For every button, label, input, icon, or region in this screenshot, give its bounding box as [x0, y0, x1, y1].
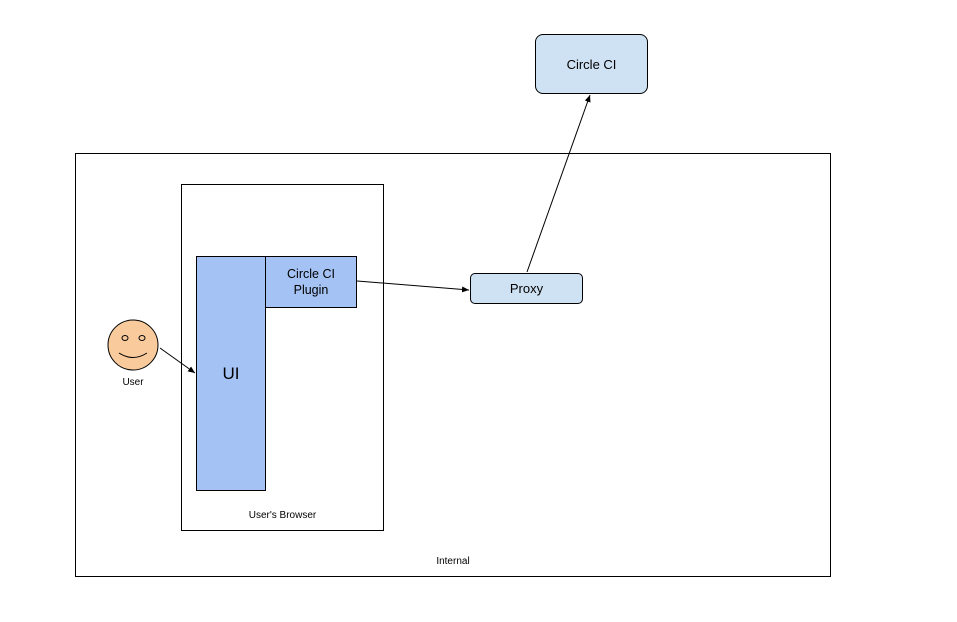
- browser-label: User's Browser: [248, 510, 317, 521]
- arrow-user-to-ui: [159, 347, 196, 374]
- user-smiley-icon: [107, 319, 159, 371]
- arrow-proxy-to-circleci: [526, 94, 591, 273]
- proxy-node: Proxy: [470, 273, 583, 304]
- circleci-node: Circle CI: [535, 34, 648, 94]
- ui-node: UI: [196, 256, 266, 491]
- internal-label: Internal: [436, 556, 470, 567]
- circleci-plugin-node: Circle CI Plugin: [265, 256, 357, 308]
- user-label: User: [122, 377, 144, 388]
- arrow-plugin-to-proxy: [356, 280, 470, 293]
